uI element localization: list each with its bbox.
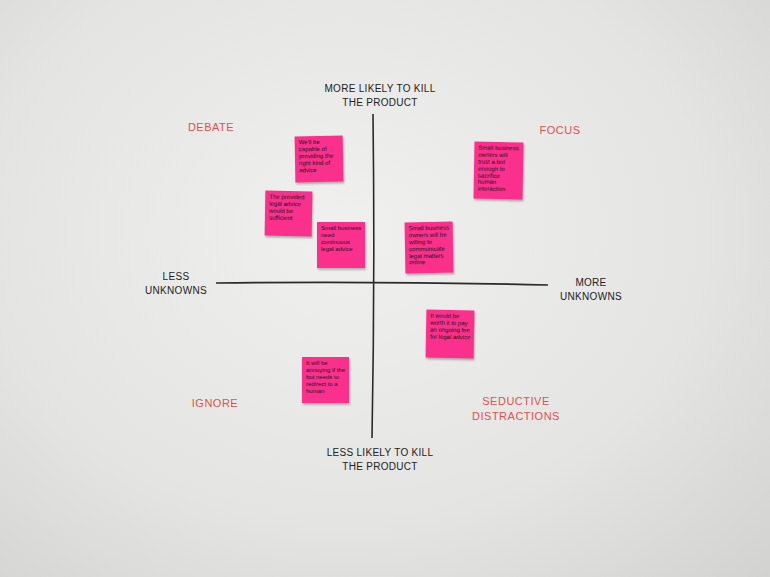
quadrant-label: FOCUS — [528, 123, 592, 138]
quadrant-label: DEBATE — [176, 120, 246, 135]
axis-label: MORE LIKELY TO KILL THE PRODUCT — [320, 82, 440, 109]
sticky-note: Small business need continuous legal adv… — [317, 222, 365, 268]
sticky-note: It would be worth it to pay an ongoing f… — [426, 310, 475, 359]
quadrant-label: IGNORE — [180, 396, 250, 411]
sticky-note: We'll be capable of providing the right … — [295, 136, 344, 183]
quadrant-label: SEDUCTIVE DISTRACTIONS — [468, 394, 564, 424]
vertical-axis — [372, 114, 374, 438]
note-text: Small business owners will trust a bot e… — [478, 145, 521, 194]
axis-label: MORE UNKNOWNS — [553, 276, 629, 303]
axis-label: LESS UNKNOWNS — [140, 270, 212, 297]
sticky-note: Small business owners will be willing to… — [405, 222, 454, 274]
sticky-note: Small business owners will trust a bot e… — [474, 142, 524, 200]
note-text: We'll be capable of providing the right … — [299, 139, 341, 174]
note-text: It will be annoying if the bot needs to … — [306, 360, 346, 394]
note-text: The provided legal advice would be suffi… — [269, 194, 309, 222]
note-text: Small business need continuous legal adv… — [321, 225, 362, 253]
sticky-note: It will be annoying if the bot needs to … — [302, 357, 349, 403]
axis-label: LESS LIKELY TO KILL THE PRODUCT — [320, 446, 440, 473]
sticky-note: The provided legal advice would be suffi… — [265, 191, 313, 237]
note-text: Small business owners will be willing to… — [409, 225, 451, 267]
horizontal-axis — [216, 282, 548, 285]
note-text: It would be worth it to pay an ongoing f… — [430, 313, 471, 341]
